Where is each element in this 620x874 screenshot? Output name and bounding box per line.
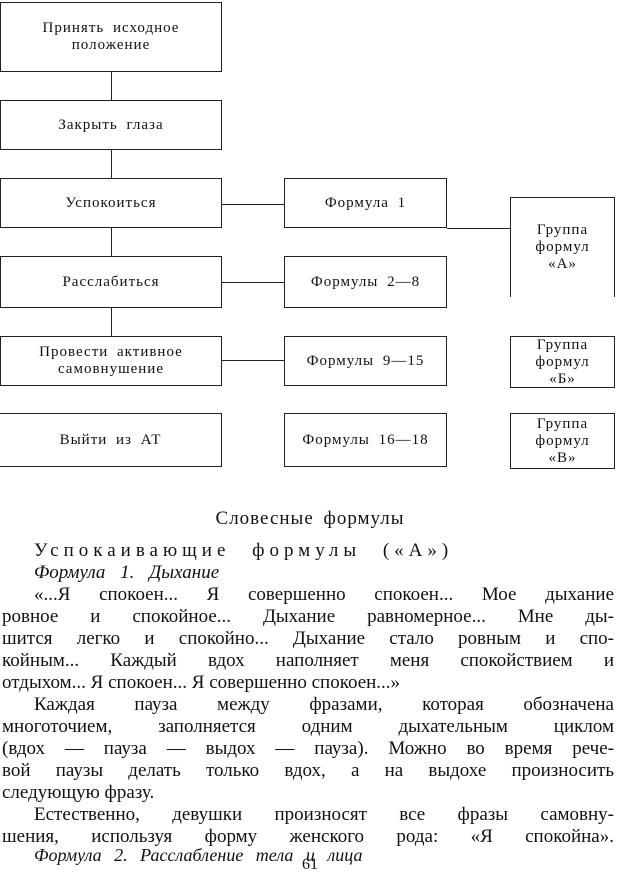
- formula-box-2: Формулы 2—8: [284, 256, 447, 308]
- connector-1-2: [111, 72, 112, 100]
- connector-step5-formula3: [222, 360, 284, 361]
- step-5-line-1: Провести активное: [39, 344, 183, 360]
- formula-3-label: Формулы 9—15: [306, 352, 425, 369]
- p2-line-5: следующую фразу.: [2, 782, 155, 803]
- subsection-title: Успокаивающие формулы («А»): [34, 540, 454, 561]
- group-a-line-3: «А»: [548, 256, 577, 272]
- p1-line-2: ровное и спокойное... Дыхание равномерно…: [2, 606, 614, 627]
- step-box-6: Выйти из АТ: [0, 413, 222, 467]
- step-box-2: Закрыть глаза: [0, 100, 222, 150]
- p2-line-2: многоточием, заполняется одним дыхательн…: [2, 716, 614, 737]
- connector-3-4: [111, 228, 112, 256]
- step-2-label: Закрыть глаза: [58, 116, 164, 133]
- connector-step3-formula1: [222, 204, 284, 205]
- formula-box-4: Формулы 16—18: [284, 413, 447, 467]
- p2-line-3: (вдох — пауза — выдох — пауза). Можно во…: [2, 738, 614, 759]
- formula-4-label: Формулы 16—18: [302, 431, 429, 448]
- step-box-4: Расслабиться: [0, 256, 222, 308]
- step-4-label: Расслабиться: [62, 273, 160, 290]
- p1-line-4: койным... Каждый вдох наполняет меня спо…: [2, 650, 614, 671]
- p1-line-5: отдыхом... Я спокоен... Я совершенно спо…: [2, 672, 401, 693]
- p2-line-4: вой паузы делать только вдох, а на выдох…: [2, 760, 614, 781]
- group-b-line-2: формул: [535, 353, 590, 370]
- formula-2-label: Формулы 2—8: [310, 273, 421, 290]
- group-a-line-1: Группа: [536, 222, 589, 238]
- group-c-line-3: «В»: [548, 449, 577, 466]
- step-6-label: Выйти из АТ: [59, 431, 162, 448]
- p1-line-3: шится легко и спокойно... Дыхание стало …: [2, 628, 614, 649]
- formula-1-label: Формула 1: [324, 194, 407, 211]
- group-c-line-2: формул: [535, 432, 590, 449]
- group-b-line-1: Группа: [536, 336, 589, 353]
- group-a-line-2: формул: [535, 239, 590, 255]
- step-box-3: Успокоиться: [0, 178, 222, 228]
- p1-line-1: «...Я спокоен... Я совершенно спокоен...…: [34, 584, 614, 605]
- formula2-heading-visible: Формула 2. Расслабление тела и лица: [34, 845, 363, 865]
- connector-step4-formula2: [222, 282, 284, 283]
- formula-box-1: Формула 1: [284, 178, 447, 228]
- step-1-line-2: положение: [71, 37, 151, 53]
- formula-box-3: Формулы 9—15: [284, 336, 447, 386]
- formula1-heading: Формула 1. Дыхание: [34, 562, 220, 583]
- group-c-line-1: Группа: [536, 415, 589, 432]
- p3-line-2: шения, используя форму женского рода: «Я…: [2, 826, 614, 847]
- step-1-line-1: Принять исходное: [42, 20, 180, 36]
- connector-4-5: [111, 308, 112, 336]
- group-b-line-3: «Б»: [549, 370, 576, 387]
- section-title: Словесные формулы: [215, 508, 405, 529]
- connector-2-3: [111, 150, 112, 178]
- step-3-label: Успокоиться: [65, 194, 157, 211]
- p2-line-1: Каждая пауза между фразами, которая обоз…: [34, 694, 614, 715]
- step-5-line-2: самовнушение: [57, 361, 164, 377]
- connector-formula-group-a: [447, 228, 510, 229]
- p3-line-1: Естественно, девушки произносят все фраз…: [34, 804, 614, 825]
- page-number: 61: [302, 856, 318, 873]
